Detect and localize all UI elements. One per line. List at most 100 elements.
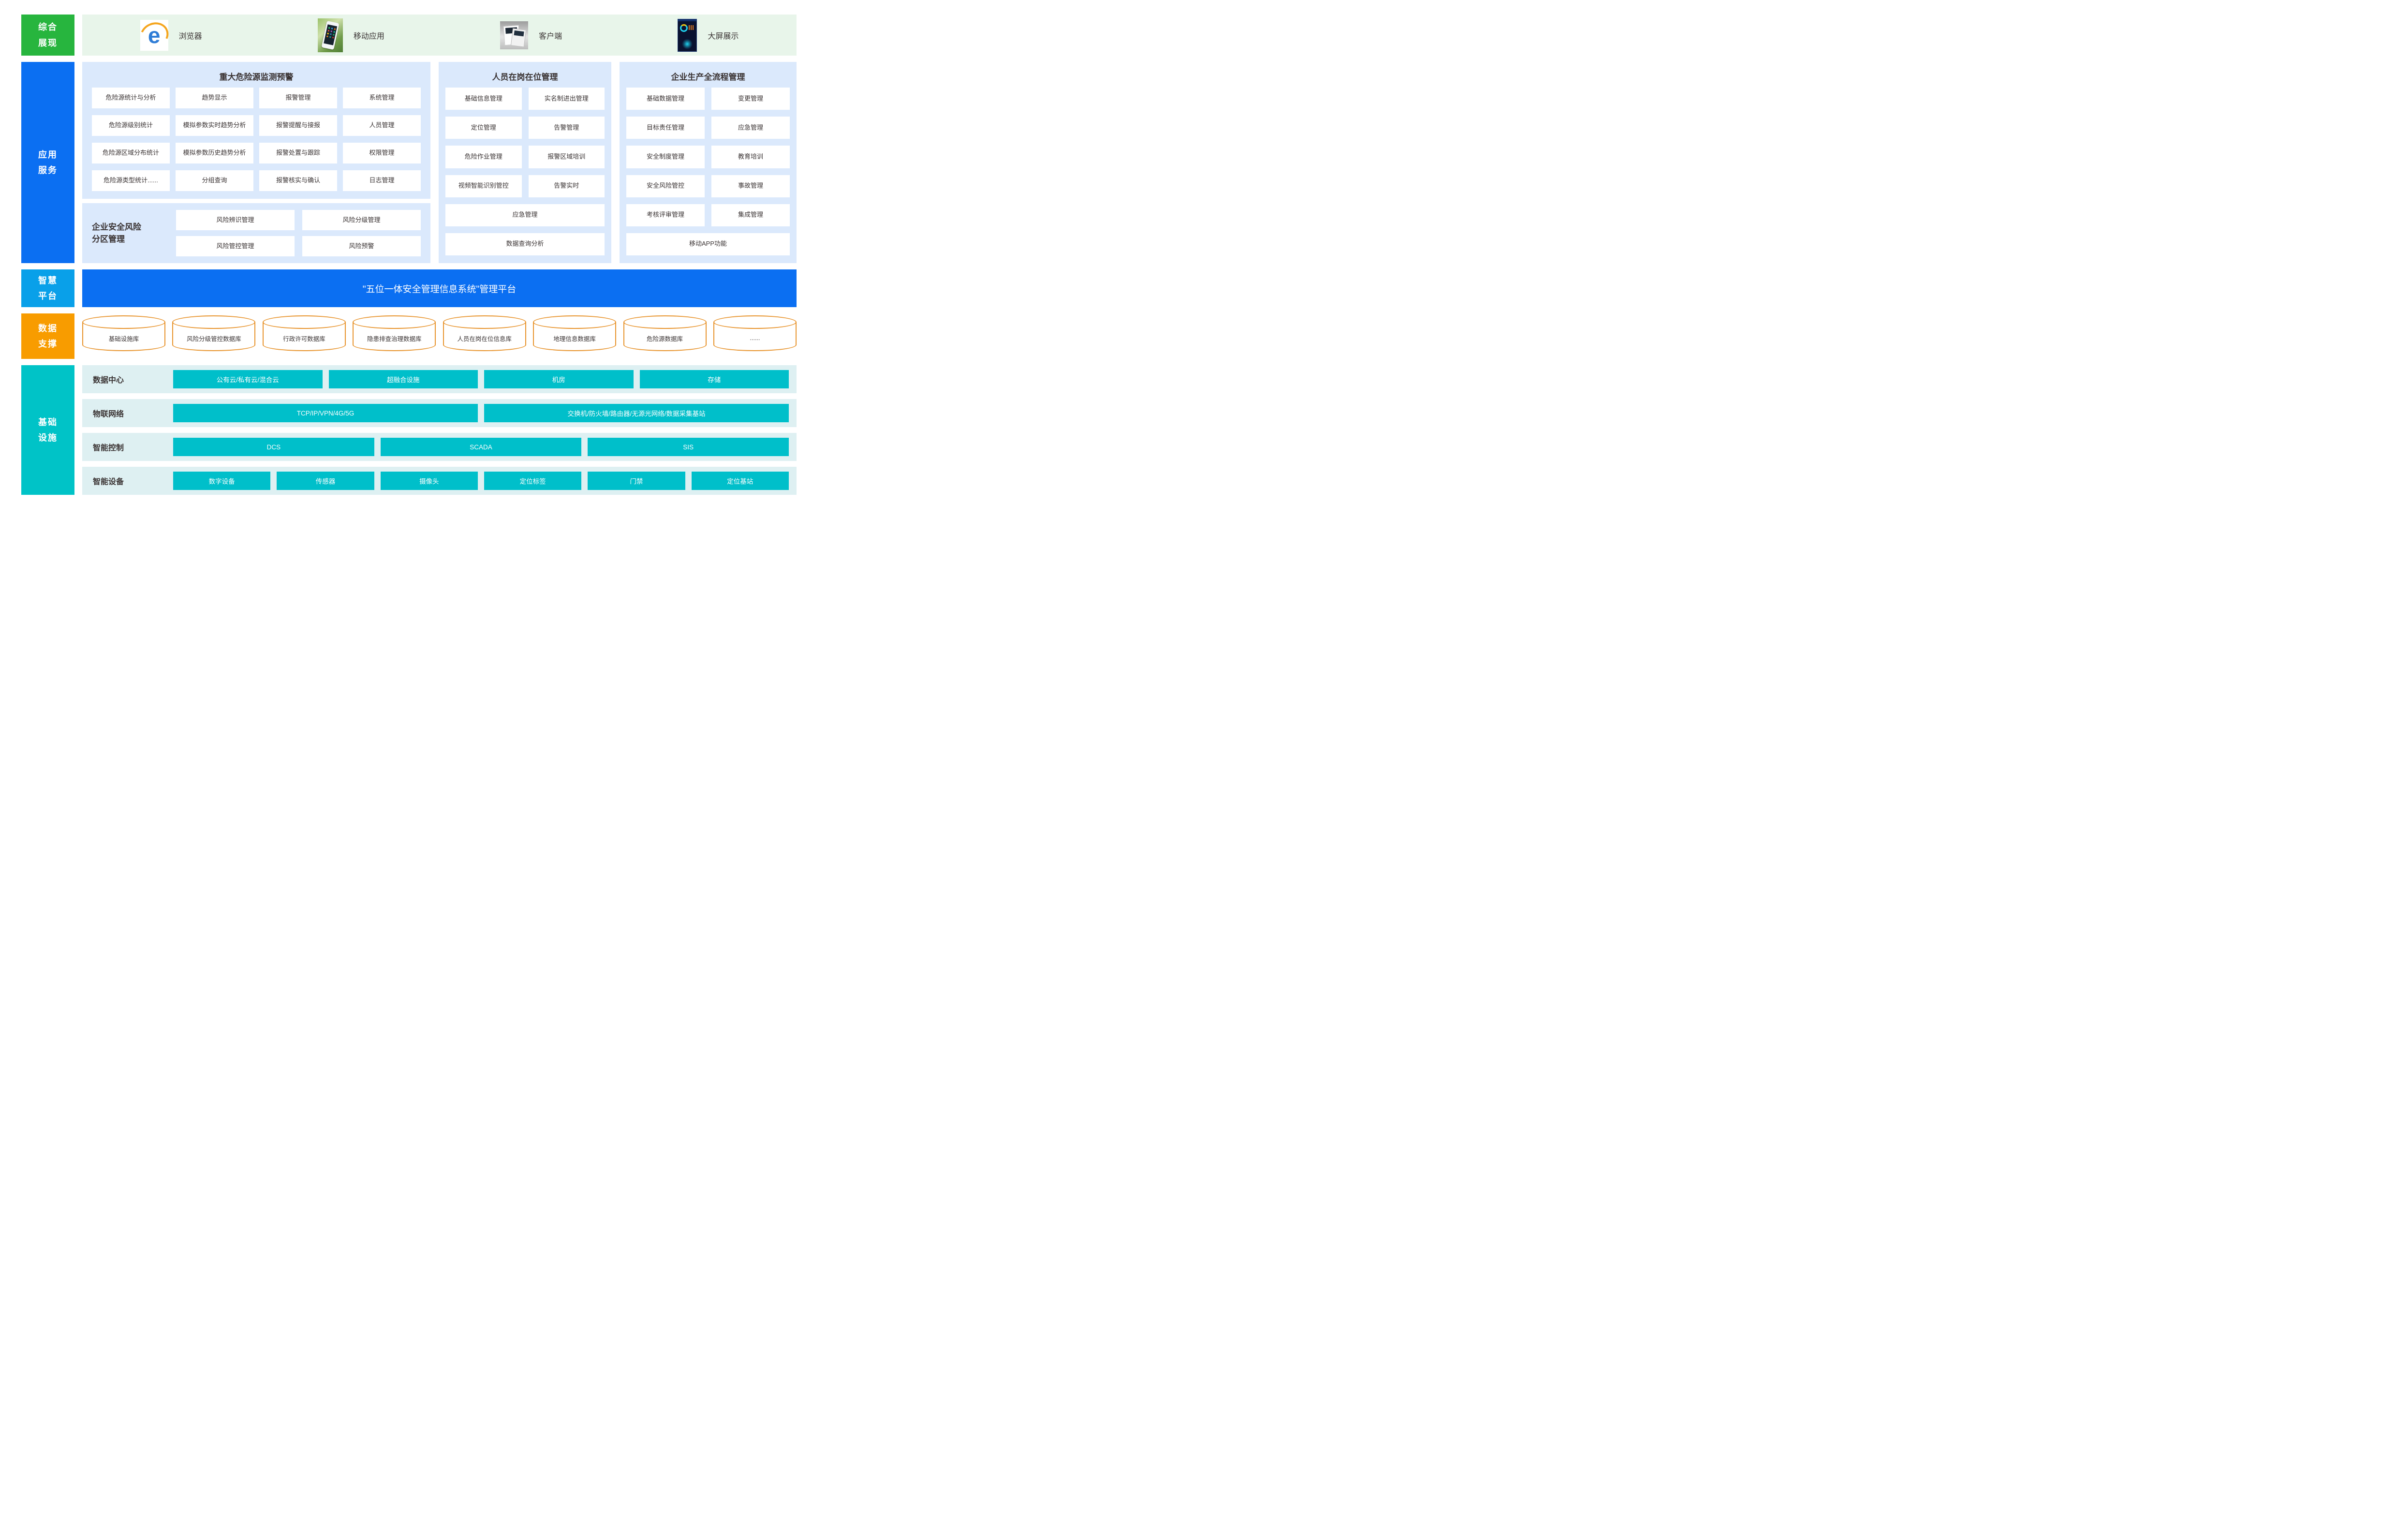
risk-zone-cell: 风险分级管理 [302,210,421,230]
hazard-grid: 危险源统计与分析 趋势显示 报警管理 系统管理 危险源级别统计 模拟参数实时趋势… [92,88,421,191]
sidebar-label-app-services: 应用 服务 [21,62,74,263]
dashboard-glow [682,39,693,50]
database-label: 人员在岗在位信息库 [457,335,512,342]
database-cylinder: 地理信息数据库 [533,315,617,351]
hazard-cell: 模拟参数实时趋势分析 [176,115,253,136]
phone-device [321,20,340,50]
hazard-cell: 报警提醒与接报 [259,115,337,136]
database-label: 风险分级管控数据库 [187,335,241,342]
monitor-front [511,28,527,47]
mobile-app-photo [317,18,343,52]
production-cell: 教育培训 [711,146,790,168]
hazard-cell: 权限管理 [343,143,421,163]
hazard-cell: 报警管理 [259,88,337,108]
risk-zone-cell: 风险辨识管理 [176,210,295,230]
production-cell: 考核评审管理 [626,204,705,226]
production-cell: 变更管理 [711,88,790,110]
risk-zone-panel: 企业安全风险 分区管理 风险辨识管理 风险分级管理 风险管控管理 风险预警 [82,203,430,263]
database-cylinder: 基础设施库 [82,315,165,351]
hazard-cell: 人员管理 [343,115,421,136]
infra-band-iot-network: 物联网络 TCP/IP/VPN/4G/5G 交换机/防火墙/路由器/无源光网络/… [82,399,797,427]
personnel-cell: 危险作业管理 [445,146,522,168]
personnel-cell: 视频智能识别管控 [445,175,522,197]
production-cell: 应急管理 [711,117,790,139]
infra-item: 数字设备 [173,472,271,490]
database-cylinder: 行政许可数据库 [262,315,346,351]
database-cylinder: 危险源数据库 [623,315,707,351]
risk-zone-label: 企业安全风险 分区管理 [92,222,141,244]
infrastructure-bands: 数据中心 公有云/私有云/混合云 超融合设施 机房 存储 物联网络 TCP/IP… [82,365,797,495]
hazard-cell: 日志管理 [343,170,421,191]
database-label: 危险源数据库 [647,335,683,342]
display-item-label: 移动应用 [353,32,384,41]
display-band: e 浏览器 移动应用 客户端 [82,15,797,56]
infra-item: 定位标签 [484,472,582,490]
big-screen-dashboard-photo [678,18,697,52]
display-item-mobile-app: 移动应用 [317,18,384,52]
personnel-grid: 基础信息管理 实名制进出管理 定位管理 告警管理 危险作业管理 报警区域培训 视… [445,88,605,255]
hazard-cell: 报警处置与跟踪 [259,143,337,163]
infra-item: 交换机/防火墙/路由器/无源光网络/数据采集基站 [484,404,789,422]
infra-band-buttons: DCS SCADA SIS [173,438,789,456]
infra-band-buttons: TCP/IP/VPN/4G/5G 交换机/防火墙/路由器/无源光网络/数据采集基… [173,404,789,422]
hazard-column: 重大危险源监测预警 危险源统计与分析 趋势显示 报警管理 系统管理 危险源级别统… [82,62,430,263]
app-services-row: 应用 服务 重大危险源监测预警 危险源统计与分析 趋势显示 报警管理 系统管理 … [21,62,797,263]
display-row: 综合 展现 e 浏览器 移动应用 [21,15,797,56]
sidebar-label-display: 综合 展现 [21,15,74,56]
infra-item: 存储 [639,370,789,388]
infra-band-label: 智能控制 [93,444,124,452]
production-cell: 安全制度管理 [626,146,705,168]
infra-item: 摄像头 [380,472,478,490]
ie-browser-icon: e [135,17,173,53]
risk-zone-cell: 风险管控管理 [176,236,295,256]
infra-item: 传感器 [277,472,374,490]
infra-item: 门禁 [588,472,685,490]
personnel-cell: 报警区域培训 [528,146,605,168]
production-cell: 基础数据管理 [626,88,705,110]
personnel-cell: 告警实时 [528,175,605,197]
database-cylinder: 隐患排查治理数据库 [353,315,436,351]
sidebar-label-smart-platform: 智慧 平台 [21,269,74,307]
personnel-cell: 基础信息管理 [445,88,522,110]
database-cylinder: ...... [713,315,797,351]
infra-item: SCADA [380,438,582,456]
hazard-cell: 报警核实与确认 [259,170,337,191]
infra-item: DCS [173,438,374,456]
database-cylinder: 风险分级管控数据库 [172,315,256,351]
hazard-cell: 系统管理 [343,88,421,108]
production-panel: 企业生产全流程管理 基础数据管理 变更管理 目标责任管理 应急管理 安全制度管理… [620,62,797,263]
ie-orbit-ring [135,17,173,53]
hazard-monitoring-panel: 重大危险源监测预警 危险源统计与分析 趋势显示 报警管理 系统管理 危险源级别统… [82,62,430,199]
data-support-row: 数据 支撑 基础设施库 风险分级管控数据库 行政许可数据库 隐患排查治理数据库 … [21,313,797,359]
phone-screen [324,24,338,45]
personnel-panel: 人员在岗在位管理 基础信息管理 实名制进出管理 定位管理 告警管理 危险作业管理… [439,62,611,263]
database-band: 基础设施库 风险分级管控数据库 行政许可数据库 隐患排查治理数据库 人员在岗在位… [82,313,797,359]
infra-band-buttons: 数字设备 传感器 摄像头 定位标签 门禁 定位基站 [173,472,789,490]
display-item-label: 大屏展示 [708,32,739,41]
client-monitors-photo [500,21,529,49]
infra-item: SIS [588,438,789,456]
infra-band-smart-control: 智能控制 DCS SCADA SIS [82,433,797,461]
sidebar-label-data-support: 数据 支撑 [21,313,74,359]
hazard-cell: 危险源统计与分析 [92,88,170,108]
architecture-diagram: 综合 展现 e 浏览器 移动应用 [0,0,803,504]
database-label: ...... [750,335,760,341]
infra-item: 公有云/私有云/混合云 [173,370,323,388]
infra-item: 超融合设施 [328,370,478,388]
personnel-cell-full: 应急管理 [445,204,605,226]
infra-item: TCP/IP/VPN/4G/5G [173,404,478,422]
infra-band-label: 智能设备 [93,478,124,486]
infrastructure-row: 基础 设施 数据中心 公有云/私有云/混合云 超融合设施 机房 存储 物联网络 … [21,365,797,495]
hazard-cell: 危险源区域分布统计 [92,143,170,163]
hazard-cell: 趋势显示 [176,88,253,108]
production-cell: 目标责任管理 [626,117,705,139]
personnel-cell-full: 数据查询分析 [445,233,605,255]
platform-banner: "五位一体安全管理信息系统"管理平台 [82,269,797,307]
personnel-cell: 告警管理 [528,117,605,139]
infra-band-buttons: 公有云/私有云/混合云 超融合设施 机房 存储 [173,370,789,388]
infra-band-data-center: 数据中心 公有云/私有云/混合云 超融合设施 机房 存储 [82,365,797,393]
hazard-cell: 模拟参数历史趋势分析 [176,143,253,163]
dashboard-bar-chart [689,25,695,30]
infra-item: 定位基站 [691,472,789,490]
display-item-client: 客户端 [500,21,562,49]
